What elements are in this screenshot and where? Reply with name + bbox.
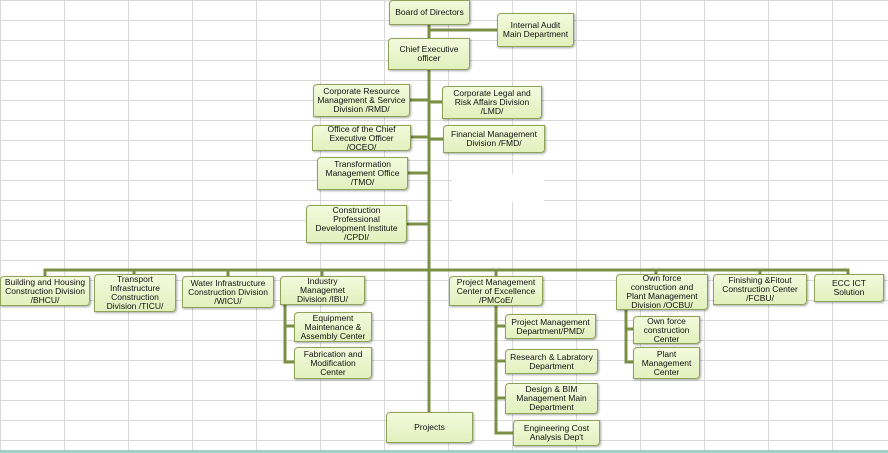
pmd-box[interactable]: Project Management Department/PMD/ (505, 314, 596, 339)
ceo-box[interactable]: Chief Executive officer (388, 38, 470, 70)
crmsd-box[interactable]: Corporate Resource Management & Service … (313, 84, 410, 117)
wicu-box[interactable]: Water Infrastructure Construction Divisi… (182, 276, 274, 308)
ticu-box[interactable]: Transport Infrastructure Construction Di… (94, 274, 176, 312)
projects-box[interactable]: Projects (386, 412, 473, 443)
bottom-rule (0, 450, 888, 453)
tmo-box[interactable]: Transformation Management Office /TMO/ (317, 157, 408, 190)
board-of-directors-box[interactable]: Board of Directors (389, 0, 470, 25)
ibu-box[interactable]: Industry Managemet Division /IBU/ (280, 276, 365, 305)
own-force-center-box[interactable]: Own force construction Center (633, 316, 700, 344)
internal-audit-box[interactable]: Internal Audit Main Department (497, 13, 574, 47)
pmcoe-box[interactable]: Project Management Center of Excellence … (449, 276, 543, 306)
fcbu-box[interactable]: Finishing &Fitout Construction Center /F… (713, 274, 807, 305)
bhcu-box[interactable]: Building and Housing Construction Divisi… (0, 276, 90, 306)
blank-patch (452, 174, 544, 202)
ict-box[interactable]: ECC ICT Solution (814, 274, 884, 302)
fabrication-center-box[interactable]: Fabrication and Modification Center (294, 347, 372, 379)
equipment-maintenance-box[interactable]: Equipment Maintenance & Assembly Center (294, 312, 372, 342)
engineering-cost-box[interactable]: Engineering Cost Analysis Dep't (513, 420, 600, 446)
cpdi-box[interactable]: Construction Professional Development In… (306, 205, 407, 243)
plant-management-center-box[interactable]: Plant Management Center (633, 347, 700, 379)
legal-division-box[interactable]: Corporate Legal and Risk Affairs Divisio… (442, 86, 542, 119)
fmd-box[interactable]: Financial Management Division /FMD/ (443, 125, 545, 153)
research-lab-box[interactable]: Research & Labratory Department (505, 349, 598, 374)
design-bim-box[interactable]: Design & BIM Management Main Department (505, 383, 598, 414)
ocbu-box[interactable]: Own force construction and Plant Managem… (616, 274, 708, 310)
oceo-box[interactable]: Office of the Chief Executive Officer /O… (312, 124, 411, 151)
